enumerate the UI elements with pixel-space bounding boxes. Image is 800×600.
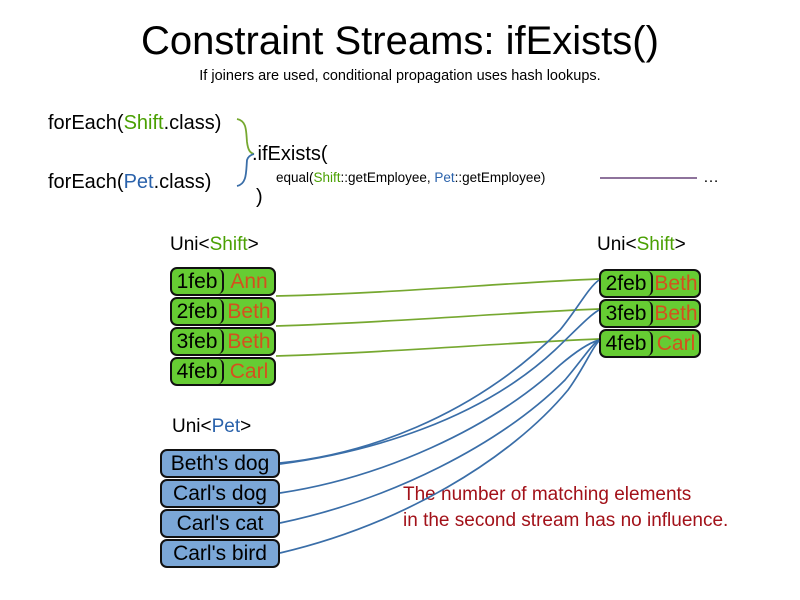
fact-name: Beth	[654, 302, 698, 325]
fact-name: Beth	[227, 300, 271, 323]
table-row[interactable]: 3feb Beth	[170, 327, 276, 356]
label-left-shift-type: Shift	[209, 234, 248, 255]
page-title: Constraint Streams: ifExists()	[141, 19, 659, 63]
label-left-shift-prefix: Uni<	[170, 234, 210, 255]
label-right-shift-prefix: Uni<	[597, 234, 637, 255]
label-pet-prefix: Uni<	[172, 416, 212, 437]
code-foreach-pet: forEach(Pet.class)	[48, 170, 211, 194]
fact-name: Carl	[656, 332, 696, 355]
annotation-note: The number of matching elements in the s…	[403, 482, 728, 534]
annotation-line-1: The number of matching elements	[403, 484, 692, 505]
table-row[interactable]: 3feb Beth	[599, 299, 701, 328]
code-ifexists-call: .ifExists(	[252, 143, 328, 165]
wire-shift-3feb	[275, 308, 600, 327]
label-pet-suffix: >	[240, 416, 252, 437]
table-row[interactable]: 2feb Beth	[170, 297, 276, 326]
fact-date: 3feb	[172, 329, 224, 354]
fact-pet: Carl's dog	[173, 482, 267, 505]
code-equal-joiner: equal(Shift::getEmployee, Pet::getEmploy…	[276, 169, 545, 186]
table-row[interactable]: 1feb Ann	[170, 267, 276, 296]
code-foreach-shift: forEach(Shift.class)	[48, 111, 221, 135]
wire-pet-beths-dog	[279, 279, 600, 464]
code-foreach-shift-type: Shift	[123, 112, 164, 134]
fact-date: 4feb	[601, 331, 653, 356]
fact-pet: Beth's dog	[170, 452, 270, 475]
table-row[interactable]: 4feb Carl	[170, 357, 276, 386]
table-row[interactable]: 4feb Carl	[599, 329, 701, 358]
fact-date: 1feb	[172, 269, 224, 294]
fact-pet: Carl's cat	[176, 512, 264, 535]
fact-name: Beth	[654, 272, 698, 295]
annotation-line-2: in the second stream has no influence.	[403, 510, 729, 531]
label-right-shift-suffix: >	[674, 234, 686, 255]
fact-date: 3feb	[601, 301, 653, 326]
list-item[interactable]: Beth's dog	[160, 449, 280, 478]
code-equal-prefix: equal(	[276, 170, 314, 185]
label-left-shift-suffix: >	[247, 234, 259, 255]
fact-date: 2feb	[172, 299, 224, 324]
code-equal-type-pet: Pet	[434, 170, 455, 185]
fact-date: 2feb	[601, 271, 653, 296]
fact-table-pet: Beth's dog Carl's dog Carl's cat Carl's …	[160, 449, 280, 569]
code-foreach-pet-prefix: forEach(	[48, 171, 124, 193]
fact-pet: Carl's bird	[173, 542, 267, 565]
fact-name: Beth	[227, 330, 271, 353]
wire-shift-4feb	[275, 338, 600, 357]
fact-date: 4feb	[172, 359, 224, 384]
code-equal-type-shift: Shift	[313, 170, 341, 185]
wire-pet-carls-dog	[279, 339, 600, 494]
code-close-paren: )	[256, 186, 263, 208]
code-ellipsis: …	[703, 169, 719, 186]
list-item[interactable]: Carl's cat	[160, 509, 280, 538]
code-foreach-shift-prefix: forEach(	[48, 112, 124, 134]
code-equal-suffix: ::getEmployee)	[454, 170, 546, 185]
page-subtitle: If joiners are used, conditional propaga…	[199, 68, 601, 84]
stream-label-pet: Uni<Pet>	[172, 415, 251, 438]
table-row[interactable]: 2feb Beth	[599, 269, 701, 298]
stream-label-right-shift: Uni<Shift>	[597, 233, 686, 256]
wire-shift-2feb	[275, 278, 600, 297]
fact-name: Ann	[230, 270, 268, 293]
code-foreach-shift-suffix: .class)	[163, 112, 222, 134]
code-equal-mid: ::getEmployee,	[340, 170, 435, 185]
list-item[interactable]: Carl's dog	[160, 479, 280, 508]
fact-name: Carl	[229, 360, 269, 383]
code-foreach-pet-suffix: .class)	[153, 171, 212, 193]
wire-pet-beths-dog-2	[279, 309, 600, 465]
stream-label-left-shift: Uni<Shift>	[170, 233, 259, 256]
label-right-shift-type: Shift	[636, 234, 675, 255]
code-foreach-pet-type: Pet	[123, 171, 154, 193]
label-pet-type: Pet	[211, 416, 241, 437]
fact-table-left-shift: 1feb Ann 2feb Beth 3feb Beth 4feb Carl	[170, 267, 276, 387]
list-item[interactable]: Carl's bird	[160, 539, 280, 568]
fact-table-right-shift: 2feb Beth 3feb Beth 4feb Carl	[599, 269, 701, 359]
